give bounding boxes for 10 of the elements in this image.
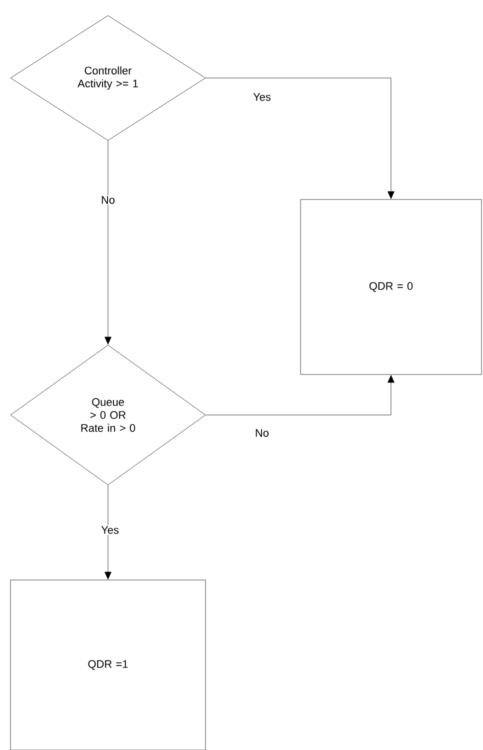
- arrow: [104, 140, 112, 344]
- arrow: [104, 485, 112, 580]
- arrow: [206, 78, 394, 199]
- arrow: [206, 375, 394, 416]
- process-box: QDR =1: [10, 580, 206, 750]
- edge-label: Yes: [252, 92, 272, 102]
- edge-label: No: [100, 195, 116, 205]
- edge-label: Yes: [100, 525, 120, 535]
- process-box: QDR = 0: [300, 199, 482, 375]
- edge-label: No: [254, 428, 270, 438]
